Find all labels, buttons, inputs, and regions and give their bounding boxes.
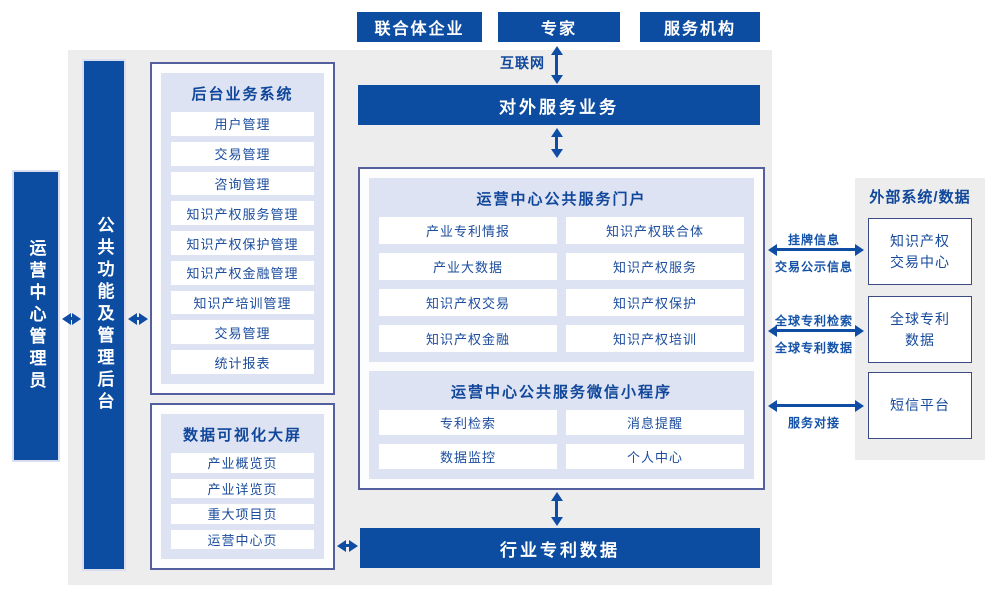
link-label-global-patent-search: 全球专利检索 bbox=[774, 314, 853, 328]
operations-admin-box: 运营中心管理员 bbox=[12, 170, 60, 462]
portal-section: 运营中心公共服务门户 产业专利情报 知识产权联合体 产业大数据 知识产权服务 知… bbox=[369, 178, 754, 362]
global-patent-arrow bbox=[776, 329, 856, 332]
external-box-sms-platform: 短信平台 bbox=[868, 372, 972, 439]
backend-system-section: 后台业务系统 用户管理 交易管理 咨询管理 知识产权服务管理 知识产权保护管理 … bbox=[161, 73, 324, 384]
admin-to-platform-arrow bbox=[70, 317, 73, 320]
industry-patent-bar: 行业专利数据 bbox=[360, 528, 760, 568]
miniprogram-title: 运营中心公共服务微信小程序 bbox=[450, 384, 672, 401]
list-item: 统计报表 bbox=[171, 350, 314, 375]
list-item: 咨询管理 bbox=[171, 171, 314, 196]
dashboard-title: 数据可视化大屏 bbox=[182, 427, 302, 444]
portal-box: 运营中心公共服务门户 产业专利情报 知识产权联合体 产业大数据 知识产权服务 知… bbox=[358, 167, 765, 490]
link-label-trade-publicity: 交易公示信息 bbox=[774, 260, 853, 274]
entity-box-consortium: 联合体企业 bbox=[357, 12, 482, 42]
grid-item: 消息提醒 bbox=[566, 410, 744, 435]
grid-item: 产业大数据 bbox=[379, 253, 557, 280]
grid-item: 知识产权交易 bbox=[379, 289, 557, 316]
list-item: 知识产培训管理 bbox=[171, 290, 314, 315]
list-item: 知识产权服务管理 bbox=[171, 201, 314, 226]
list-item: 知识产权金融管理 bbox=[171, 260, 314, 285]
internet-label: 互联网 bbox=[500, 55, 545, 71]
backend-system-list: 用户管理 交易管理 咨询管理 知识产权服务管理 知识产权保护管理 知识产权金融管… bbox=[171, 112, 314, 375]
entity-box-service-orgs: 服务机构 bbox=[640, 12, 760, 42]
dashboard-box: 数据可视化大屏 产业概览页 产业详览页 重大项目页 运营中心页 bbox=[150, 403, 335, 570]
entity-box-experts: 专家 bbox=[498, 12, 620, 42]
trading-center-arrow bbox=[776, 248, 856, 251]
link-label-global-patent-data: 全球专利数据 bbox=[774, 341, 853, 355]
grid-item: 知识产权联合体 bbox=[566, 217, 744, 244]
grid-item: 个人中心 bbox=[566, 444, 744, 469]
internet-arrow bbox=[555, 54, 558, 76]
grid-item: 知识产权保护 bbox=[566, 289, 744, 316]
miniprogram-section: 运营中心公共服务微信小程序 专利检索 消息提醒 数据监控 个人中心 bbox=[369, 371, 754, 479]
grid-item: 知识产权培训 bbox=[566, 325, 744, 352]
external-systems-title: 外部系统/数据 bbox=[869, 189, 971, 206]
portal-to-patentbar-arrow bbox=[555, 500, 558, 518]
list-item: 交易管理 bbox=[171, 320, 314, 345]
list-item: 重大项目页 bbox=[171, 504, 314, 524]
external-box-global-patent-data: 全球专利 数据 bbox=[868, 296, 972, 363]
miniprogram-grid: 专利检索 消息提醒 数据监控 个人中心 bbox=[379, 410, 744, 469]
platform-to-backend-arrow bbox=[136, 317, 140, 320]
link-label-service-connect: 服务对接 bbox=[787, 416, 840, 430]
bar-to-portal-arrow bbox=[555, 136, 558, 150]
grid-item: 产业专利情报 bbox=[379, 217, 557, 244]
dashboard-to-patentbar-arrow bbox=[345, 544, 350, 547]
list-item: 用户管理 bbox=[171, 112, 314, 136]
backend-platform-bar: 公共功能及管理后台 bbox=[82, 59, 126, 571]
list-item: 产业详览页 bbox=[171, 478, 314, 498]
link-label-listing-info: 挂牌信息 bbox=[787, 233, 840, 247]
grid-item: 数据监控 bbox=[379, 444, 557, 469]
list-item: 产业概览页 bbox=[171, 453, 314, 473]
list-item: 知识产权保护管理 bbox=[171, 231, 314, 255]
external-service-bar: 对外服务业务 bbox=[358, 85, 760, 125]
sms-platform-arrow bbox=[776, 404, 856, 407]
backend-system-title: 后台业务系统 bbox=[191, 86, 294, 103]
portal-title: 运营中心公共服务门户 bbox=[476, 191, 647, 208]
external-box-ip-trading-center: 知识产权 交易中心 bbox=[868, 218, 972, 285]
list-item: 交易管理 bbox=[171, 141, 314, 166]
grid-item: 知识产权服务 bbox=[566, 253, 744, 280]
list-item: 运营中心页 bbox=[171, 529, 314, 549]
dashboard-list: 产业概览页 产业详览页 重大项目页 运营中心页 bbox=[171, 453, 314, 549]
portal-grid: 产业专利情报 知识产权联合体 产业大数据 知识产权服务 知识产权交易 知识产权保… bbox=[379, 217, 744, 352]
grid-item: 专利检索 bbox=[379, 410, 557, 435]
grid-item: 知识产权金融 bbox=[379, 325, 557, 352]
backend-system-box: 后台业务系统 用户管理 交易管理 咨询管理 知识产权服务管理 知识产权保护管理 … bbox=[150, 62, 335, 395]
dashboard-section: 数据可视化大屏 产业概览页 产业详览页 重大项目页 运营中心页 bbox=[161, 414, 324, 559]
